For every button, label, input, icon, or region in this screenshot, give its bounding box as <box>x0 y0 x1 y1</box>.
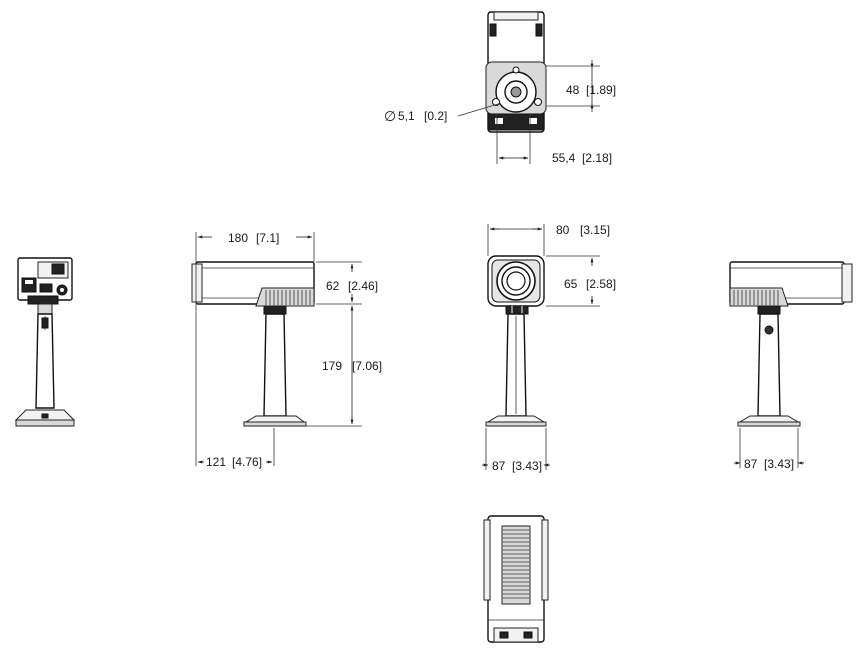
top-height-inch: [1.89] <box>586 83 616 97</box>
bottom-view <box>483 515 549 643</box>
dim-length: 180 [7.1] <box>195 231 315 466</box>
base-width-right-value: 87 <box>744 457 758 471</box>
front-width-value: 80 <box>556 223 570 237</box>
bottom-fins <box>503 529 529 599</box>
left-fins <box>265 290 311 305</box>
front-view <box>485 255 547 427</box>
back-view <box>14 257 76 427</box>
base-length-inch: [4.76] <box>232 455 262 469</box>
front-height-value: 65 <box>564 277 578 291</box>
dim-base-width-right: 87 [3.43] <box>734 428 804 471</box>
dim-base-width-front: 87 [3.43] <box>482 428 550 473</box>
left-side-view <box>191 261 315 427</box>
stand-height-value: 179 <box>322 359 342 373</box>
body-height-side-inch: [2.46] <box>348 279 378 293</box>
dim-body-height-side: 62 [2.46] <box>316 261 378 305</box>
right-side-view <box>729 261 853 427</box>
base-length-value: 121 <box>206 455 226 469</box>
length-inch: [7.1] <box>256 231 279 245</box>
body-height-side-value: 62 <box>326 279 340 293</box>
hole-inch: [0.2] <box>424 109 447 123</box>
dim-front-width: 80 [3.15] <box>487 223 610 256</box>
hole-symbol: ∅ <box>384 108 396 124</box>
dim-hole-diameter: ∅ 5,1 [0.2] <box>384 103 499 124</box>
top-height-value: 48 <box>566 83 580 97</box>
dim-top-width: 55,4 [2.18] <box>496 114 612 165</box>
dim-front-height: 65 [2.58] <box>546 255 616 307</box>
base-width-right-inch: [3.43] <box>764 457 794 471</box>
base-width-front-inch: [3.43] <box>512 459 542 473</box>
top-width-value: 55,4 <box>552 151 576 165</box>
hole-value: 5,1 <box>398 109 415 123</box>
length-value: 180 <box>228 231 248 245</box>
top-width-inch: [2.18] <box>582 151 612 165</box>
dim-top-height: 48 [1.89] <box>546 60 616 112</box>
dim-stand-height: 179 [7.06] <box>306 305 382 427</box>
right-fins <box>733 290 779 305</box>
front-height-inch: [2.58] <box>586 277 616 291</box>
base-width-front-value: 87 <box>492 459 506 473</box>
stand-height-inch: [7.06] <box>352 359 382 373</box>
dim-base-length: 121 [4.76] <box>197 428 275 469</box>
front-width-inch: [3.15] <box>580 223 610 237</box>
top-view <box>485 11 547 133</box>
